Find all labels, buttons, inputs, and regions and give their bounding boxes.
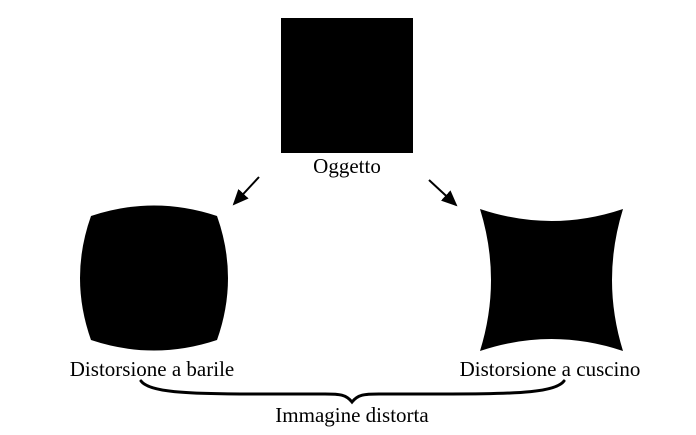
right-arrow-icon xyxy=(428,179,458,207)
object-square xyxy=(281,18,413,153)
pincushion-shape xyxy=(480,209,623,351)
barrel-shape xyxy=(80,205,228,351)
result-label: Immagine distorta xyxy=(275,403,429,427)
brace-icon xyxy=(139,379,566,405)
object-label: Oggetto xyxy=(313,154,381,178)
left-arrow-icon xyxy=(232,176,260,206)
pincushion-label: Distorsione a cuscino xyxy=(459,357,641,381)
barrel-label: Distorsione a barile xyxy=(69,357,235,381)
